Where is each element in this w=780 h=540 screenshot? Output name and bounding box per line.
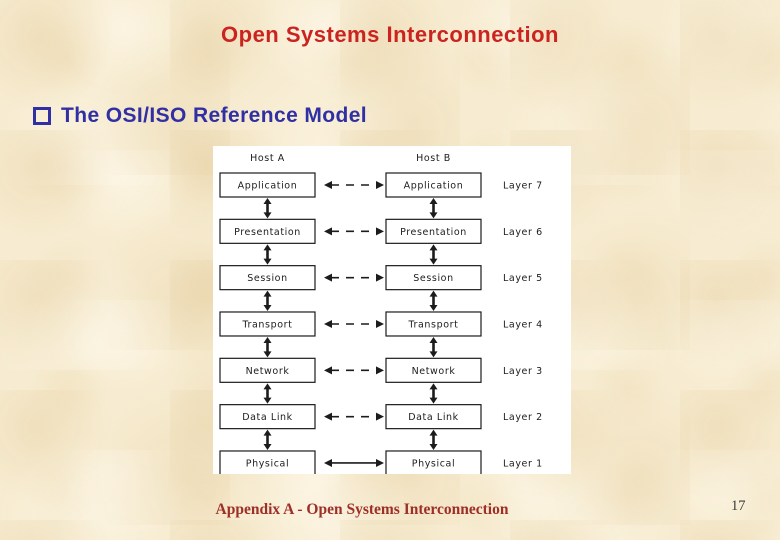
peer-link-application-head-left bbox=[324, 181, 332, 189]
host-label-a: Host A bbox=[250, 153, 285, 164]
stack-link-a-2-head-up bbox=[263, 290, 272, 297]
stack-link-b-2-head-up bbox=[429, 290, 438, 297]
stack-link-a-5-head-down bbox=[263, 443, 272, 450]
layer-box-application-host-b bbox=[385, 172, 482, 198]
layer-number-label-network: Layer 3 bbox=[503, 366, 543, 377]
layer-number-label-transport: Layer 4 bbox=[503, 319, 543, 330]
peer-link-application-head-right bbox=[376, 181, 384, 189]
stack-link-b-1-head-down bbox=[429, 258, 438, 265]
peer-link-physical-head-right bbox=[376, 458, 384, 467]
layer-number-label-data-link: Layer 2 bbox=[503, 412, 543, 423]
layer-box-label-physical-b: Physical bbox=[412, 458, 455, 469]
layer-box-application-host-a bbox=[219, 172, 316, 198]
stack-link-b-2-head-down bbox=[429, 304, 438, 311]
peer-link-physical-head-left bbox=[324, 458, 332, 467]
peer-link-session-head-left bbox=[324, 273, 332, 282]
layer-box-physical-host-b bbox=[385, 450, 482, 474]
footer-text: Appendix A - Open Systems Interconnectio… bbox=[215, 501, 509, 518]
layer-box-label-application-a: Application bbox=[238, 181, 298, 192]
stack-link-b-0-head-down bbox=[429, 212, 438, 219]
layer-box-transport-host-a bbox=[219, 311, 316, 337]
layer-box-transport-host-b bbox=[385, 311, 482, 337]
layer-number-label-application: Layer 7 bbox=[503, 181, 543, 192]
layer-box-data-link-host-a bbox=[219, 404, 316, 430]
peer-link-transport-head-right bbox=[376, 319, 384, 328]
stack-link-a-3-head-up bbox=[263, 336, 272, 343]
bullet-text: The OSI/ISO Reference Model bbox=[61, 104, 368, 127]
layer-box-label-application-b: Application bbox=[404, 181, 464, 192]
stack-link-b-3-head-down bbox=[429, 351, 438, 358]
slide-title: Open Systems Interconnection bbox=[221, 22, 559, 47]
stack-link-a-4-head-down bbox=[263, 397, 272, 404]
layer-box-label-presentation-a: Presentation bbox=[234, 227, 301, 238]
peer-link-network-head-right bbox=[376, 366, 384, 375]
layer-number-label-physical: Layer 1 bbox=[503, 458, 543, 469]
layer-box-network-host-a bbox=[219, 357, 316, 383]
peer-link-presentation-head-right bbox=[376, 227, 384, 236]
layer-box-label-session-a: Session bbox=[247, 273, 287, 284]
layer-number-label-session: Layer 5 bbox=[503, 273, 543, 284]
layer-box-network-host-b bbox=[385, 357, 482, 383]
layer-box-label-physical-a: Physical bbox=[246, 458, 289, 469]
stack-link-a-1-head-up bbox=[263, 244, 272, 251]
layer-box-label-transport-b: Transport bbox=[408, 319, 459, 330]
layer-box-label-data-link-b: Data Link bbox=[408, 412, 459, 423]
stack-link-b-5-head-up bbox=[429, 429, 438, 436]
stack-link-a-4-head-up bbox=[263, 383, 272, 390]
peer-link-network-head-left bbox=[324, 366, 332, 375]
stack-link-a-0-head-up bbox=[263, 198, 272, 204]
stack-link-b-1-head-up bbox=[429, 244, 438, 251]
peer-link-presentation-head-left bbox=[324, 227, 332, 236]
layer-box-label-network-b: Network bbox=[412, 366, 456, 377]
stack-link-b-0-head-up bbox=[429, 198, 438, 204]
peer-link-data-link-head-right bbox=[376, 412, 384, 421]
layer-box-physical-host-a bbox=[219, 450, 316, 474]
layer-box-label-transport-a: Transport bbox=[242, 319, 293, 330]
peer-link-transport-head-left bbox=[324, 319, 332, 328]
bullet-line: The OSI/ISO Reference Model bbox=[33, 104, 367, 128]
stack-link-b-4-head-down bbox=[429, 397, 438, 404]
stack-link-a-0-head-down bbox=[263, 212, 272, 219]
page-number: 17 bbox=[731, 498, 746, 514]
layer-box-session-host-a bbox=[219, 265, 316, 291]
layer-number-label-presentation: Layer 6 bbox=[503, 227, 543, 238]
layer-box-label-presentation-b: Presentation bbox=[400, 227, 467, 238]
stack-link-b-3-head-up bbox=[429, 336, 438, 343]
peer-link-data-link-head-left bbox=[324, 412, 332, 421]
stack-link-b-4-head-up bbox=[429, 383, 438, 390]
stack-link-b-5-head-down bbox=[429, 443, 438, 450]
layer-box-presentation-host-a bbox=[219, 218, 316, 244]
stack-link-a-1-head-down bbox=[263, 258, 272, 265]
layer-box-session-host-b bbox=[385, 265, 482, 291]
peer-link-session-head-right bbox=[376, 273, 384, 282]
layer-box-presentation-host-b bbox=[385, 218, 482, 244]
layer-box-label-data-link-a: Data Link bbox=[242, 412, 293, 423]
stack-link-a-3-head-down bbox=[263, 351, 272, 358]
layer-box-label-network-a: Network bbox=[246, 366, 290, 377]
layer-box-label-session-b: Session bbox=[413, 273, 453, 284]
layer-box-data-link-host-b bbox=[385, 404, 482, 430]
host-label-b: Host B bbox=[416, 153, 451, 164]
square-bullet-icon bbox=[33, 107, 51, 125]
stack-link-a-2-head-down bbox=[263, 304, 272, 311]
stack-link-a-5-head-up bbox=[263, 429, 272, 436]
